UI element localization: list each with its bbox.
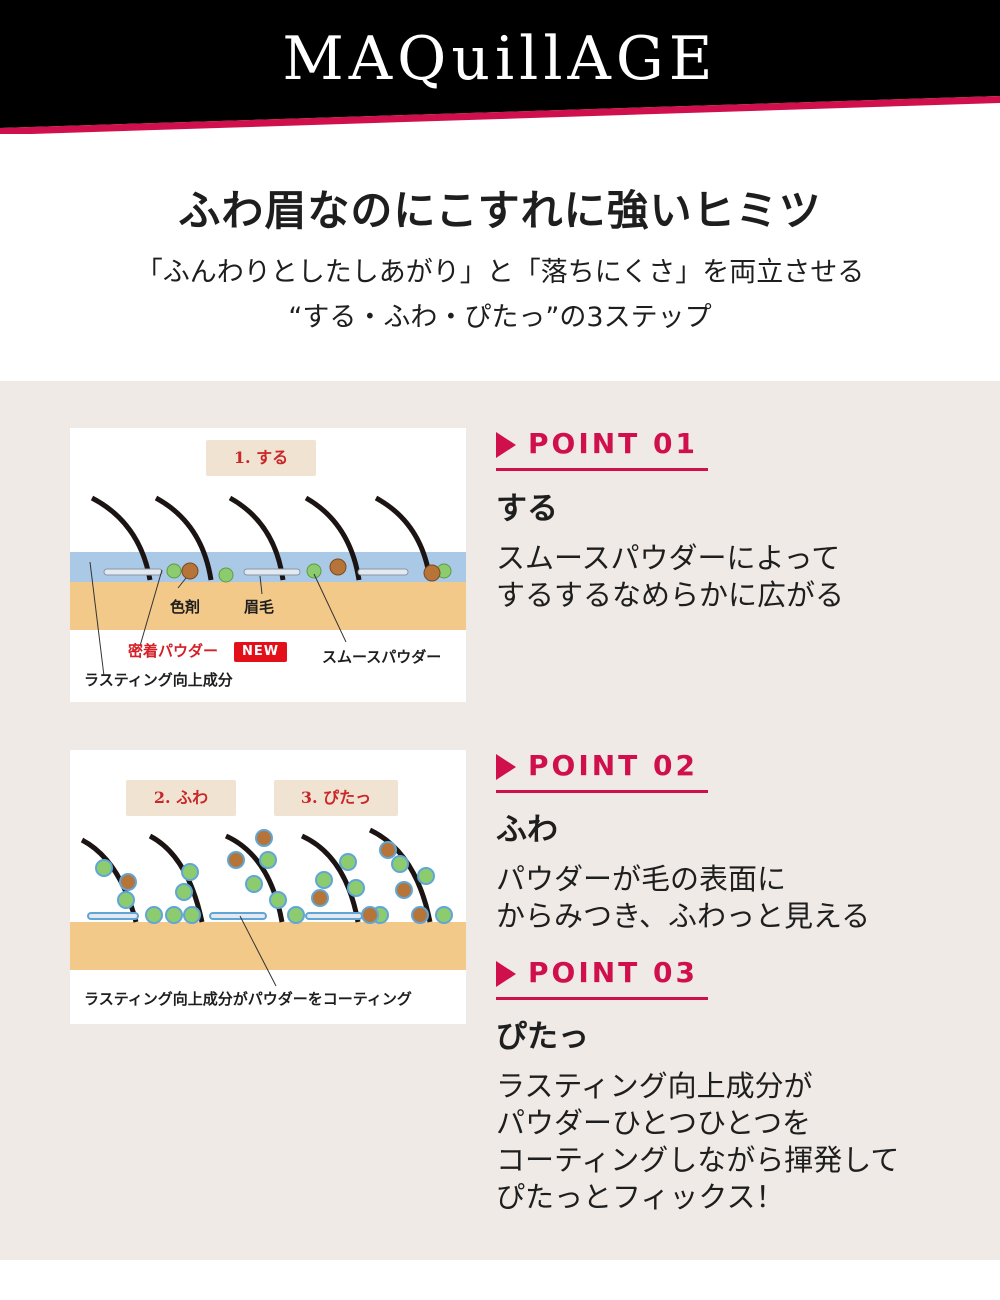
point-03-underline	[496, 997, 708, 1000]
step-tag-suru: 1. する	[206, 440, 316, 476]
point-03-body-line-3: コーティングしながら揮発して	[496, 1143, 900, 1177]
label-lasting-ingredient: ラスティング向上成分	[84, 671, 233, 689]
label-hair: 眉毛	[244, 598, 275, 616]
label-smooth-powder: スムースパウダー	[322, 648, 442, 666]
point-03-label: POINT 03	[528, 956, 698, 989]
point-01-body-line-2: するするなめらかに広がる	[496, 578, 845, 612]
step-tag-pitatto: 3. ぴたっ	[274, 780, 398, 816]
label-adhesive-powder: 密着パウダー	[128, 642, 219, 660]
triangle-right-icon	[496, 961, 516, 987]
subtitle-line-1: 「ふんわりとしたしあがり」と「落ちにくさ」を両立させる	[135, 257, 865, 288]
point-02-label: POINT 02	[528, 749, 698, 782]
illustration-step-1: 1. する 色剤 眉毛 密着パウダー NEW スムースパウダー ラスティング向上…	[70, 428, 466, 702]
point-02-body-line-2: からみつき、ふわっと見える	[496, 899, 871, 933]
point-02-header: POINT 02	[496, 748, 708, 793]
hair-diagram-2	[70, 827, 466, 987]
step-tag-fuwa: 2. ふわ	[126, 780, 236, 816]
point-02-body-line-1: パウダーが毛の表面に	[496, 862, 787, 896]
point-03-body-line-2: パウダーひとつひとつを	[496, 1106, 811, 1140]
point-02-underline	[496, 790, 708, 793]
point-03-heading: ぴたっ	[496, 1019, 589, 1055]
point-01-header: POINT 01	[496, 426, 708, 471]
point-01-label: POINT 01	[528, 427, 698, 460]
page-title: ふわ眉なのにこすれに強いヒミツ	[178, 186, 822, 235]
illustration-step-2-3: 2. ふわ 3. ぴたっ ラスティング向上成分がパウダーをコーティング	[70, 750, 466, 1024]
point-03-body-line-1: ラスティング向上成分が	[496, 1069, 813, 1103]
header-background	[0, 0, 1000, 134]
point-01-underline	[496, 468, 708, 471]
hair-diagram-1	[70, 495, 466, 677]
new-badge: NEW	[234, 642, 288, 662]
triangle-right-icon	[496, 754, 516, 780]
point-01-heading: する	[496, 491, 558, 527]
point-01-body-line-1: スムースパウダーによって	[496, 541, 841, 575]
coating-caption: ラスティング向上成分がパウダーをコーティング	[84, 990, 412, 1008]
point-02-heading: ふわ	[496, 812, 558, 848]
point-03-header: POINT 03	[496, 955, 708, 1000]
label-colorant: 色剤	[170, 598, 201, 616]
brand-header: MAQuillAGE	[0, 0, 1000, 134]
triangle-right-icon	[496, 432, 516, 458]
subtitle-line-2: “する・ふわ・ぴたっ”の3ステップ	[288, 302, 712, 333]
point-03-body-line-4: ぴたっとフィックス！	[496, 1180, 785, 1214]
brand-logo: MAQuillAGE	[282, 24, 718, 94]
